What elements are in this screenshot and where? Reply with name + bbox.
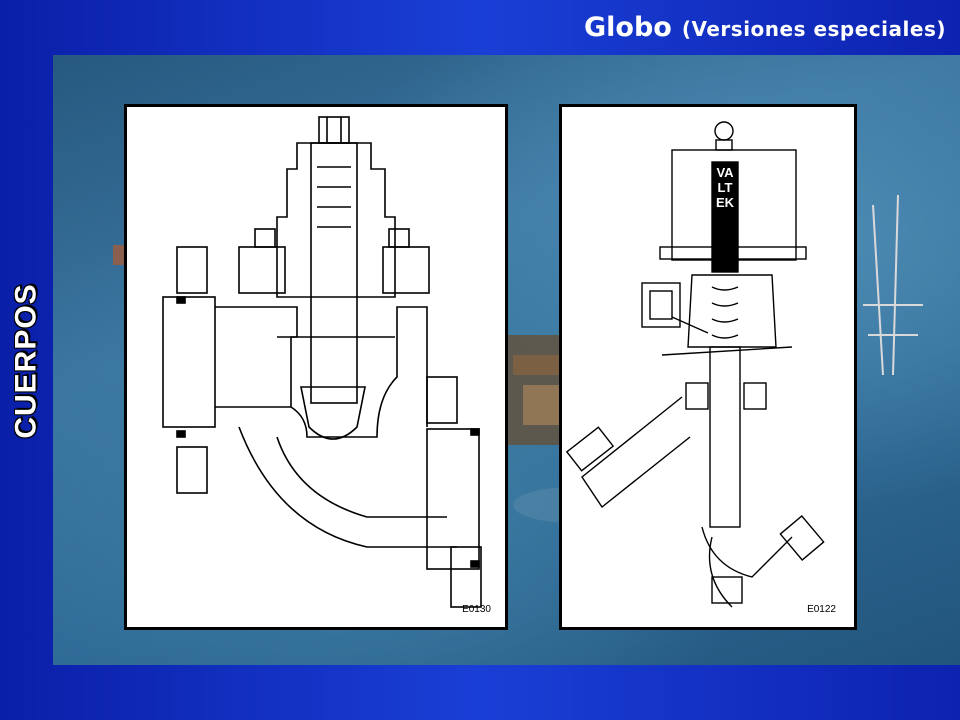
drawing-code-left: E0130 bbox=[462, 604, 491, 615]
title-main: Globo bbox=[584, 12, 672, 43]
slide-title: Globo (Versiones especiales) bbox=[584, 12, 946, 43]
title-subtitle: (Versiones especiales) bbox=[681, 17, 946, 41]
side-label-text: CUERPOS bbox=[10, 283, 44, 439]
side-label: CUERPOS bbox=[8, 268, 46, 454]
valve-drawing-right: VALTEK E0122 bbox=[559, 104, 857, 630]
valve-drawing-left: E0130 bbox=[124, 104, 508, 630]
brand-label: VALTEK bbox=[715, 165, 735, 210]
actuated-globe-valve-drawing bbox=[565, 121, 825, 608]
globe-valve-section-drawing bbox=[162, 116, 482, 608]
drawing-code-right: E0122 bbox=[807, 604, 836, 615]
